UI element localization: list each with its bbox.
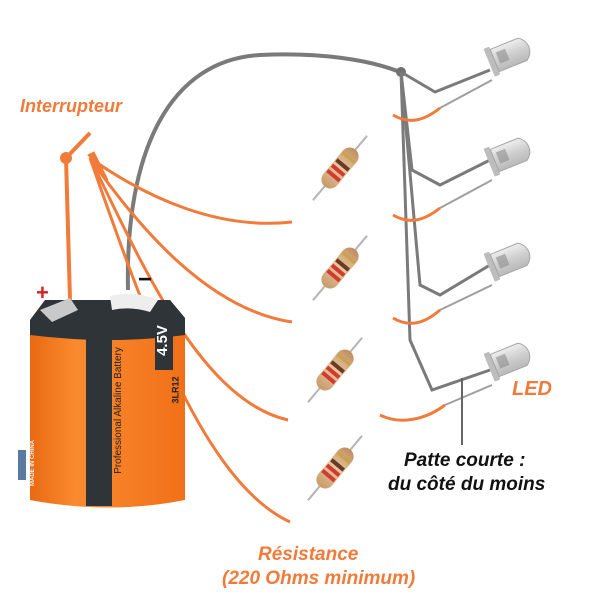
battery (18, 293, 185, 508)
led-2 (483, 132, 535, 178)
battery-brand-text: Professional Alkaline Battery (112, 347, 124, 474)
resistor-4 (300, 429, 370, 507)
plus-label: + (36, 280, 49, 305)
negative-wire (125, 52, 401, 291)
resistor-1 (305, 129, 375, 207)
switch-label: Interrupteur (20, 96, 123, 116)
battery-origin: MADE IN CHINA (30, 440, 36, 486)
battery-model: 3LR12 (170, 376, 181, 404)
led-1 (483, 32, 535, 78)
short-leg-label-line1: Patte courte : (404, 450, 526, 471)
resistor-2 (305, 229, 375, 307)
switch-icon (60, 131, 109, 301)
minus-label: − (138, 266, 153, 293)
resistor-3 (300, 331, 370, 409)
resistor-label-line2: (220 Ohms minimum) (222, 568, 416, 589)
battery-voltage: 4.5V (153, 325, 171, 356)
short-leg-label-line2: du côté du moins (388, 474, 546, 495)
resistor-led-arcs (379, 106, 446, 422)
led-cathode-wires (399, 68, 491, 392)
resistor-label-line1: Résistance (258, 544, 359, 565)
led-4 (483, 337, 535, 383)
led-3 (483, 237, 535, 283)
led-label: LED (512, 378, 552, 400)
